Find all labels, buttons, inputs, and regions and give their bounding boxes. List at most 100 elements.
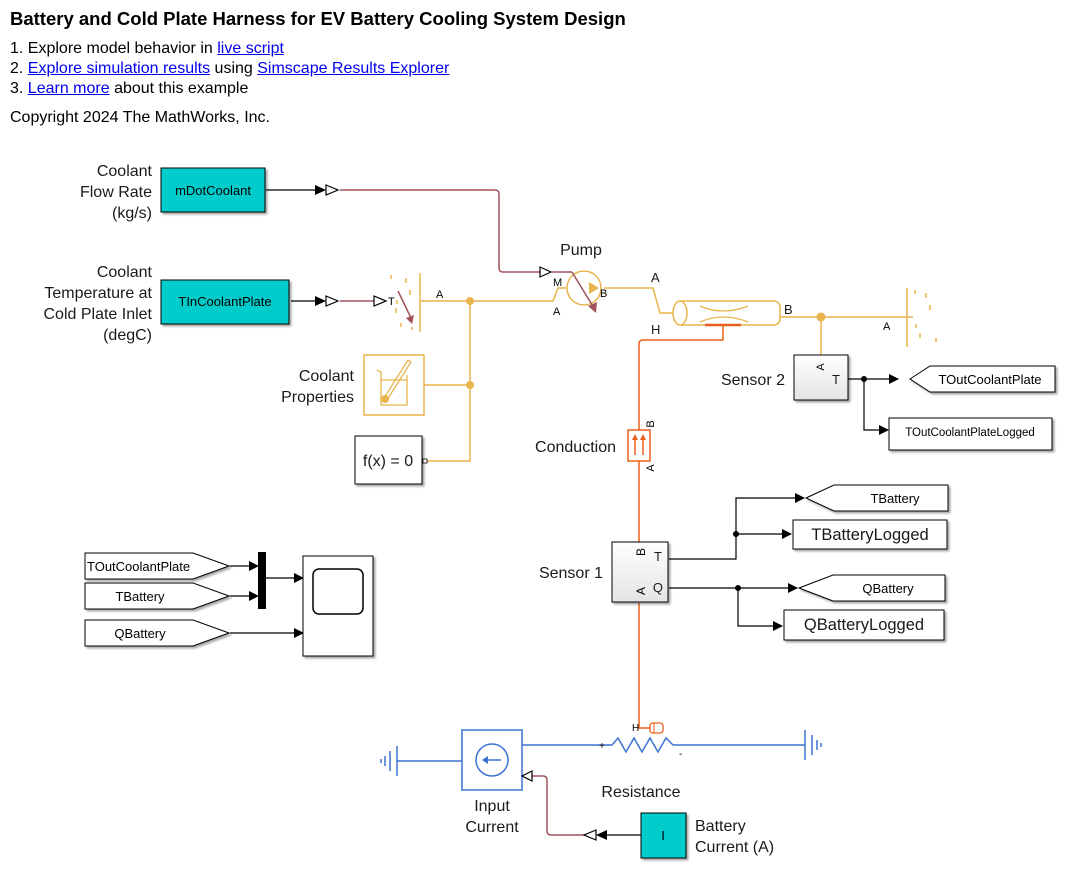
goto-tbattery[interactable]: TBattery — [804, 484, 949, 512]
from-toutcoolantplate[interactable]: TOutCoolantPlate — [84, 552, 231, 580]
goto-qbattery[interactable]: QBattery — [797, 574, 946, 602]
from-tbattery[interactable]: TBattery — [84, 582, 231, 610]
thermal-lines[interactable] — [638, 325, 724, 729]
pipe-port-a: A — [651, 270, 660, 285]
log-tout-label: TOutCoolantPlateLogged — [905, 427, 1035, 439]
solver-label: f(x) = 0 — [363, 453, 413, 470]
mux-block[interactable] — [258, 552, 266, 609]
flow-label-line-2: Flow Rate — [80, 184, 152, 201]
step-3: 3. Learn more about this example — [10, 79, 626, 99]
header: Battery and Cold Plate Harness for EV Ba… — [10, 8, 626, 127]
resistor-port-plus: + — [599, 741, 605, 752]
hydraulic-junction-2 — [466, 381, 474, 389]
sensor1-port-a: A — [634, 587, 648, 595]
outlet-reservoir-block[interactable]: A — [883, 288, 937, 347]
electrical-ground-right[interactable] — [804, 730, 822, 760]
sensor2-port-a: A — [815, 363, 827, 371]
pump-label: Pump — [560, 242, 602, 259]
page-title: Battery and Cold Plate Harness for EV Ba… — [10, 8, 626, 29]
coolant-props-line-2: Properties — [281, 389, 354, 406]
temp-label-line-2: Temperature at — [44, 285, 152, 302]
resistor-thermal-port[interactable]: H — [632, 722, 664, 734]
pump-block[interactable]: M A B — [539, 266, 607, 318]
explore-results-link[interactable]: Explore simulation results — [27, 60, 211, 77]
battery-current-const-label: I — [661, 828, 665, 843]
sensor2-port-t: T — [832, 372, 840, 387]
port-t-label: T — [388, 296, 395, 308]
step-2-prefix: 2. — [10, 60, 28, 77]
log-toutcoolantplate-block[interactable]: TOutCoolantPlateLogged — [888, 417, 1053, 451]
outlet-port-a: A — [883, 321, 891, 333]
cold-plate-pipe-block[interactable]: A B H — [651, 270, 793, 337]
goto-tbattery-label: TBattery — [870, 491, 920, 506]
electrical-lines[interactable] — [397, 744, 805, 762]
temp-label-line-3: Cold Plate Inlet — [43, 306, 152, 323]
sensor1-block[interactable]: B T A Q — [611, 541, 669, 603]
from-tbattery-label: TBattery — [115, 589, 165, 604]
live-script-link[interactable]: live script — [217, 40, 284, 57]
pipe-port-b: B — [784, 302, 793, 317]
coolant-properties-block[interactable] — [363, 354, 425, 416]
step-3-suffix: about this example — [109, 80, 249, 97]
input-current-label: Input Current — [465, 798, 519, 836]
resistance-block[interactable]: + - — [599, 736, 682, 760]
sensor1-label: Sensor 1 — [539, 565, 603, 582]
from-qbattery[interactable]: QBattery — [84, 619, 231, 647]
signal-branch-tout — [861, 376, 867, 382]
coolant-props-line-1: Coolant — [299, 368, 355, 385]
battery-current-block[interactable]: I — [640, 812, 687, 859]
mdotcoolant-block[interactable]: mDotCoolant — [160, 167, 266, 213]
temp-label-line-4: (degC) — [103, 327, 152, 344]
copyright: Copyright 2024 The MathWorks, Inc. — [10, 109, 270, 126]
flow-label-line-3: (kg/s) — [112, 205, 152, 222]
resistance-label: Resistance — [601, 784, 680, 801]
step-2: 2. Explore simulation results using Sims… — [10, 59, 626, 79]
sl-ps-converter-temp[interactable] — [315, 295, 340, 307]
log-qbattery-block[interactable]: QBatteryLogged — [783, 609, 945, 641]
goto-tout-label: TOutCoolantPlate — [938, 372, 1041, 387]
goto-toutcoolantplate[interactable]: TOutCoolantPlate — [909, 365, 1056, 393]
sensor1-port-b: B — [634, 548, 648, 556]
input-current-line-2: Current — [465, 819, 519, 836]
log-tbattery-label: TBatteryLogged — [811, 526, 928, 544]
from-tout-label: TOutCoolantPlate — [87, 559, 190, 574]
flow-rate-label: Coolant Flow Rate (kg/s) — [80, 163, 153, 222]
ps-line-flow[interactable] — [340, 189, 540, 273]
step-1: 1. Explore model behavior in live script — [10, 39, 626, 59]
sensor1-port-t: T — [654, 549, 662, 564]
input-current-block[interactable] — [461, 729, 533, 791]
sensor2-block[interactable]: A T — [793, 354, 849, 401]
conduction-port-b: B — [645, 420, 657, 427]
solver-configuration-block[interactable]: f(x) = 0 — [354, 435, 428, 485]
sl-ps-converter-current[interactable] — [582, 829, 607, 841]
step-2-middle: using — [210, 60, 258, 77]
conduction-label: Conduction — [535, 439, 616, 456]
battery-current-line-1: Battery — [695, 818, 746, 835]
tincoolantplate-block[interactable]: TInCoolantPlate — [160, 279, 290, 325]
scope-block[interactable] — [302, 555, 374, 657]
hydraulic-junction-1 — [466, 297, 474, 305]
pump-port-b: B — [600, 288, 607, 300]
pump-port-a: A — [553, 306, 561, 318]
flow-label-line-1: Coolant — [97, 163, 153, 180]
signal-lines[interactable] — [230, 189, 899, 836]
hydraulic-lines[interactable] — [420, 287, 913, 462]
conduction-port-a: A — [645, 464, 657, 472]
goto-qbattery-label: QBattery — [862, 581, 914, 596]
learn-more-link[interactable]: Learn more — [27, 80, 110, 97]
from-qbattery-label: QBattery — [114, 626, 166, 641]
electrical-ground-left[interactable] — [380, 746, 398, 776]
inlet-reservoir-block[interactable]: T A — [373, 273, 444, 332]
ps-line-current[interactable] — [532, 775, 585, 836]
results-explorer-link[interactable]: Simscape Results Explorer — [257, 60, 450, 77]
log-qbattery-label: QBatteryLogged — [804, 616, 924, 634]
temp-label-line-1: Coolant — [97, 264, 153, 281]
sl-ps-converter-flow[interactable] — [315, 184, 340, 196]
conduction-block[interactable]: B A — [627, 420, 657, 472]
hydraulic-junction-3 — [816, 312, 826, 322]
log-tbattery-block[interactable]: TBatteryLogged — [792, 519, 948, 550]
coolant-temp-label: Coolant Temperature at Cold Plate Inlet … — [43, 264, 152, 344]
sensor2-label: Sensor 2 — [721, 372, 785, 389]
input-current-line-1: Input — [474, 798, 510, 815]
